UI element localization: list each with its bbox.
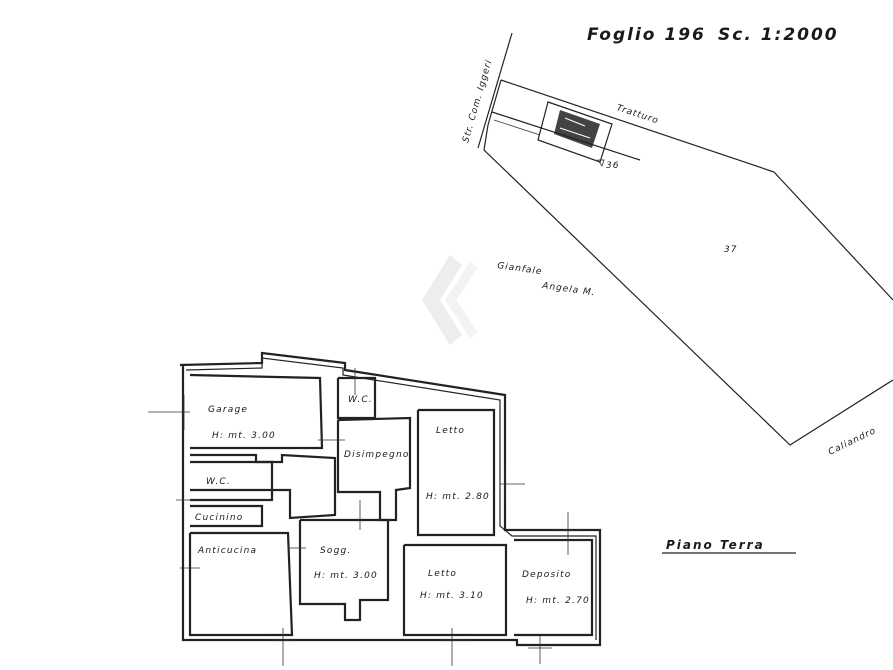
dimension-marks	[148, 368, 580, 666]
map-scale: Sc. 1:2000	[718, 25, 839, 45]
room-sogg-name: Sogg.	[320, 546, 352, 556]
room-anticucina-name: Anticucina	[197, 546, 257, 556]
room-wc-top-name: W.C.	[348, 395, 373, 405]
east-neighbor-label: Caliandro	[827, 426, 878, 458]
parcel-36-building	[554, 110, 600, 148]
outer-wall	[179, 351, 602, 647]
interior-walls	[188, 373, 594, 637]
floor-plan: Garage H: mt. 3.00 W.C. Disimpegno Letto…	[148, 351, 796, 666]
parcel-37-label: 37	[724, 245, 737, 255]
room-deposito-name: Deposito	[522, 570, 572, 580]
room-garage-height: H: mt. 3.00	[212, 431, 276, 441]
parcel-36-label: 36	[606, 161, 619, 171]
room-disimpegno-name: Disimpegno	[344, 450, 410, 460]
tratturo-label: Tratturo	[615, 103, 660, 126]
room-letto-2-name: Letto	[428, 569, 457, 579]
sheet-number: Foglio 196	[587, 25, 706, 45]
neighbor-line-2: Angela M.	[541, 281, 596, 299]
room-wc-left-name: W.C.	[206, 477, 231, 487]
room-sogg-height: H: mt. 3.00	[314, 571, 378, 581]
neighbor-line-1: Gianfale	[497, 261, 543, 277]
room-letto-2-height: H: mt. 3.10	[420, 591, 484, 601]
room-cucinino-name: Cucinino	[195, 513, 243, 523]
site-plan: Str. Com. Iggeri 36 Tratturo 37 Gianfale…	[461, 32, 893, 458]
room-letto-1-name: Letto	[436, 426, 465, 436]
level-title: Piano Terra	[666, 538, 765, 552]
room-deposito-height: H: mt. 2.70	[526, 596, 590, 606]
room-letto-1-height: H: mt. 2.80	[426, 492, 490, 502]
parcel-36-boundary	[537, 101, 613, 163]
room-garage-name: Garage	[208, 405, 248, 415]
watermark-logo	[422, 255, 478, 345]
parcel-37-boundary	[500, 79, 893, 301]
road-line	[477, 32, 513, 149]
road-label: Str. Com. Iggeri	[461, 58, 494, 143]
